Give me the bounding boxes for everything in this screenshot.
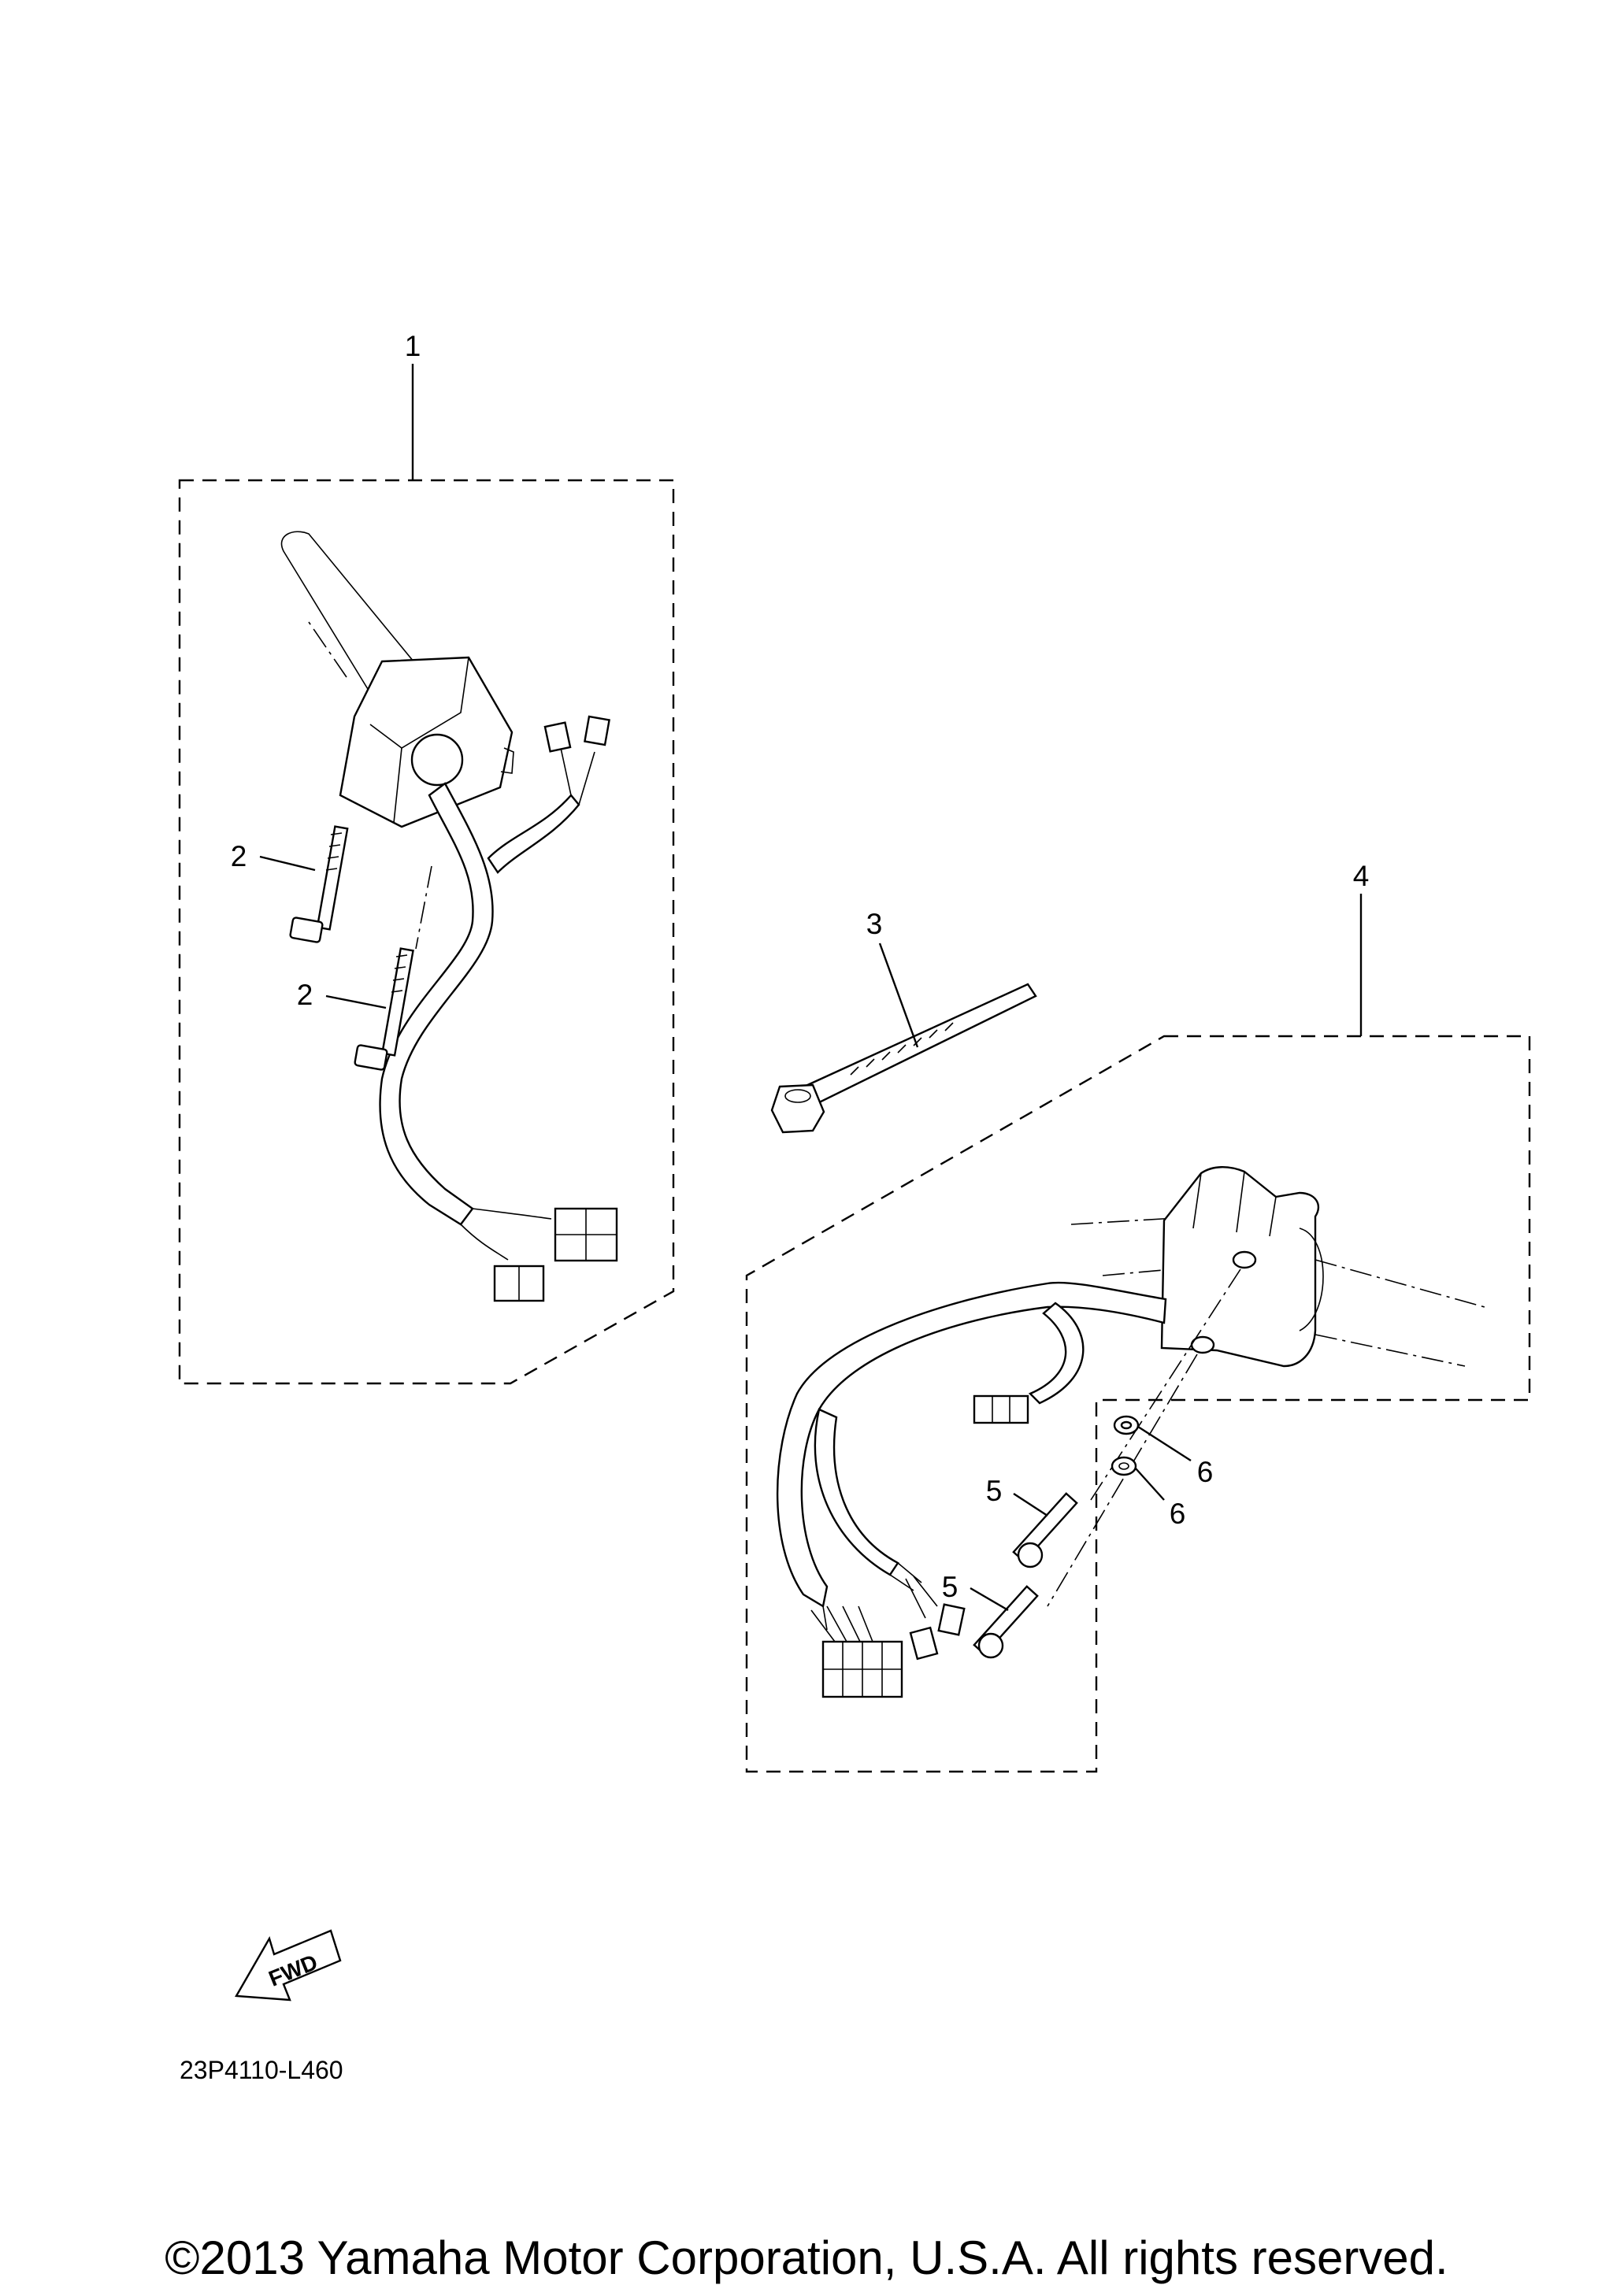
handlebar-grip-left xyxy=(280,531,415,694)
bullet-connector-c xyxy=(909,1626,939,1661)
callout-4: 4 xyxy=(1353,860,1370,892)
screw-5b xyxy=(973,1585,1039,1659)
callout-3: 3 xyxy=(866,908,883,940)
switch-housing-right xyxy=(1160,1166,1324,1368)
wire-harness-right xyxy=(776,1281,1167,1631)
bullet-connector-a xyxy=(543,721,572,753)
screw-2b xyxy=(354,947,414,1071)
copyright-notice: ©2013 Yamaha Motor Corporation, U.S.A. A… xyxy=(165,2231,1448,2284)
coupler-4-pin-right xyxy=(973,1394,1029,1424)
wire-harness-left xyxy=(379,747,595,1261)
leader-3 xyxy=(878,942,919,1048)
leader-6b xyxy=(1135,1468,1165,1501)
assembly-4-group: 4 xyxy=(745,860,1531,1773)
coupler-6-pin-left xyxy=(554,1207,618,1262)
coupler-10-pin-right xyxy=(810,1605,903,1698)
leader-5b xyxy=(970,1587,1009,1612)
callout-6b: 6 xyxy=(1170,1498,1186,1530)
callout-1: 1 xyxy=(405,330,421,362)
leader-6a xyxy=(1137,1425,1192,1462)
assembly-1-outline xyxy=(178,479,675,1385)
callout-5a: 5 xyxy=(986,1475,1003,1507)
callout-2a: 2 xyxy=(231,840,247,872)
assembly-4-outline xyxy=(745,1035,1531,1773)
bullet-connector-b xyxy=(584,715,610,746)
callout-5b: 5 xyxy=(942,1571,959,1603)
screw-2a xyxy=(289,825,349,943)
fwd-arrow-icon: FWD xyxy=(235,1929,342,2002)
cable-tie-3 xyxy=(770,983,1037,1134)
diagram-code: 23P4110-L460 xyxy=(180,2056,343,2084)
coupler-2-pin-left xyxy=(493,1265,545,1302)
washer-6b xyxy=(1111,1456,1137,1476)
switch-housing-left xyxy=(339,656,514,828)
leader-2a xyxy=(259,855,316,872)
callout-6a: 6 xyxy=(1197,1456,1214,1488)
leader-5a xyxy=(1013,1492,1048,1517)
callout-2b: 2 xyxy=(297,979,313,1011)
screw-5a xyxy=(1012,1492,1078,1568)
assembly-1-group: 1 2 2 xyxy=(178,330,675,1385)
bullet-connector-d xyxy=(937,1603,966,1636)
leader-2b xyxy=(325,994,387,1009)
